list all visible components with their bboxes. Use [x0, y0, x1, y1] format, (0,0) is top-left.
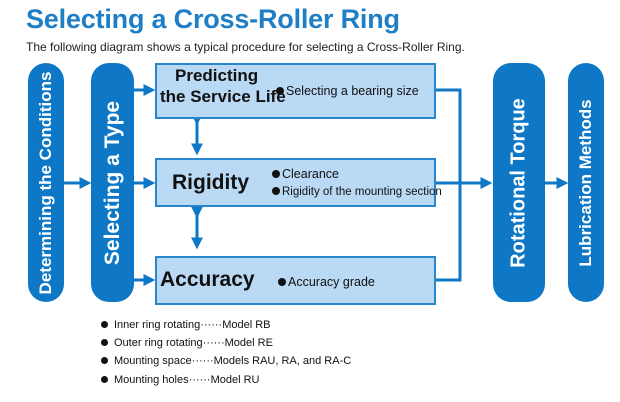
rigidity-note-1: Clearance	[272, 166, 339, 182]
box-rigidity: Rigidity Clearance Rigidity of the mount…	[155, 158, 442, 207]
bullet-icon	[101, 321, 108, 328]
type-list-item: Inner ring rotating······Model RB	[101, 319, 271, 331]
accuracy-title: Accuracy	[160, 268, 255, 291]
accuracy-note: Accuracy grade	[278, 274, 375, 290]
type-list-item: Mounting holes······Model RU	[101, 374, 260, 386]
bullet-icon	[272, 170, 280, 178]
rigidity-title: Rigidity	[172, 171, 249, 194]
step-type-label: Selecting a Type	[100, 100, 124, 265]
step-torque-label: Rotational Torque	[507, 97, 530, 268]
page-subtitle: The following diagram shows a typical pr…	[26, 40, 465, 54]
type-list-item: Outer ring rotating······Model RE	[101, 337, 273, 349]
box-service-life: Predicting the Service Life Selecting a …	[155, 63, 436, 119]
bullet-icon	[278, 278, 286, 286]
step-conditions-label: Determining the Conditions	[36, 71, 55, 294]
bullet-icon	[101, 376, 108, 383]
bullet-icon	[101, 357, 108, 364]
step-lubrication-label: Lubrication Methods	[576, 98, 595, 267]
bullet-icon	[276, 87, 284, 95]
type-list-item: Mounting space······Models RAU, RA, and …	[101, 355, 351, 367]
rigidity-note-2: Rigidity of the mounting section	[272, 184, 442, 200]
step-determining-conditions: Determining the Conditions	[28, 63, 64, 302]
bullet-icon	[272, 187, 280, 195]
step-lubrication-methods: Lubrication Methods	[568, 63, 604, 302]
service-life-title-1: Predicting	[175, 66, 259, 85]
step-rotational-torque: Rotational Torque	[493, 63, 545, 302]
service-life-title-2: the Service Life	[160, 87, 286, 106]
page-title: Selecting a Cross-Roller Ring	[26, 4, 400, 34]
step-selecting-type: Selecting a Type	[91, 63, 134, 302]
bullet-icon	[101, 339, 108, 346]
service-life-note: Selecting a bearing size	[276, 83, 419, 99]
collector-line	[436, 88, 462, 282]
box-accuracy: Accuracy Accuracy grade	[155, 256, 436, 305]
